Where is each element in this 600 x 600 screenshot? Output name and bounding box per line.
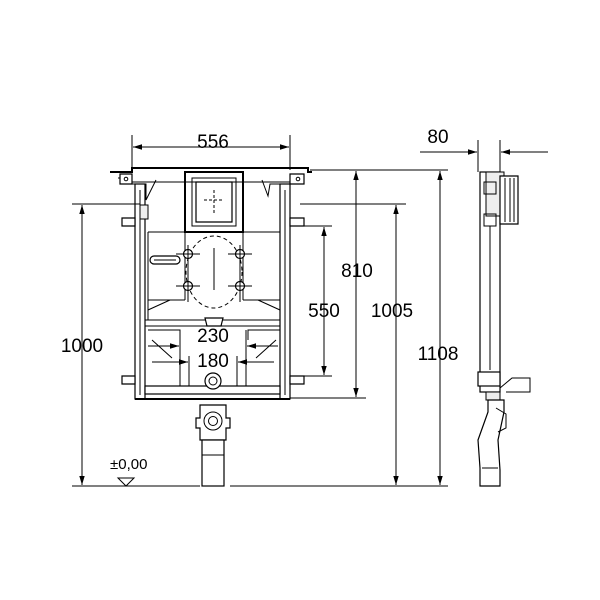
drain-bend xyxy=(195,404,231,441)
side-drain xyxy=(477,399,505,487)
dim-width-556: 556 xyxy=(197,132,229,153)
dim-depth-80: 80 xyxy=(427,127,448,148)
dimension-lines xyxy=(72,135,548,487)
dim-height-1108: 1108 xyxy=(418,344,459,365)
front-view xyxy=(110,167,312,487)
dim-spacing-230: 230 xyxy=(197,326,229,347)
toilet-outline xyxy=(185,235,243,309)
drain-pipe xyxy=(201,439,225,487)
side-view xyxy=(477,171,531,487)
dim-height-810: 810 xyxy=(341,261,373,282)
fixing-bolts xyxy=(176,245,252,302)
dim-height-1005: 1005 xyxy=(371,301,413,322)
dim-spacing-180: 180 xyxy=(197,351,229,372)
floor-level-label: ±0,00 xyxy=(110,456,147,473)
dim-height-1000: 1000 xyxy=(61,336,103,357)
dim-height-550: 550 xyxy=(308,301,340,322)
